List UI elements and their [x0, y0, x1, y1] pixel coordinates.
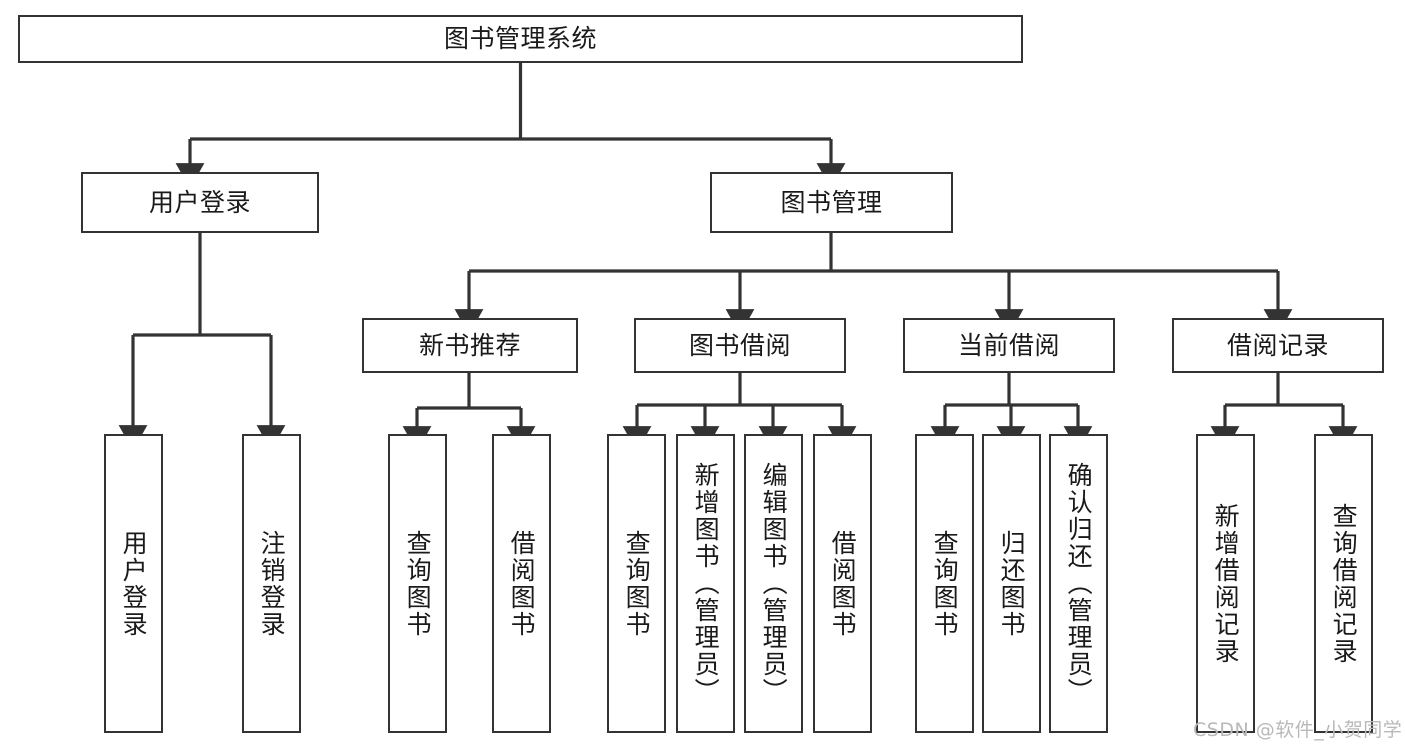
node-leaf-add-book[interactable]: 新增图书（管理员）	[676, 434, 735, 733]
node-borrow-record[interactable]: 借阅记录	[1172, 318, 1384, 373]
node-leaf-edit-book-label: 编辑图书（管理员）	[759, 462, 789, 705]
node-current-borrow-label: 当前借阅	[957, 330, 1060, 360]
node-root-label: 图书管理系统	[443, 24, 597, 54]
node-leaf-return-book-label: 归还图书	[997, 529, 1027, 638]
node-leaf-add-borrow-record[interactable]: 新增借阅记录	[1196, 434, 1255, 733]
node-leaf-query-book-2[interactable]: 查询图书	[607, 434, 666, 733]
node-user-login-label: 用户登录	[148, 187, 251, 217]
node-leaf-edit-book[interactable]: 编辑图书（管理员）	[744, 434, 803, 733]
csdn-watermark: CSDN @软件_小贺同学	[1193, 719, 1403, 741]
node-leaf-query-book-1-label: 查询图书	[403, 529, 433, 638]
node-book-management-label: 图书管理	[780, 187, 883, 217]
node-leaf-user-login-label: 用户登录	[119, 529, 149, 638]
node-leaf-borrow-book-2[interactable]: 借阅图书	[813, 434, 872, 733]
node-leaf-query-book-3-label: 查询图书	[930, 529, 960, 638]
node-leaf-borrow-book-1[interactable]: 借阅图书	[492, 434, 551, 733]
node-leaf-query-borrow-record-label: 查询借阅记录	[1329, 502, 1359, 665]
node-leaf-query-book-3[interactable]: 查询图书	[915, 434, 974, 733]
node-new-book-recommend-label: 新书推荐	[418, 330, 521, 360]
node-leaf-query-borrow-record[interactable]: 查询借阅记录	[1314, 434, 1373, 733]
node-leaf-borrow-book-2-label: 借阅图书	[828, 529, 858, 638]
node-leaf-query-book-2-label: 查询图书	[622, 529, 652, 638]
node-root[interactable]: 图书管理系统	[18, 15, 1023, 63]
node-new-book-recommend[interactable]: 新书推荐	[362, 318, 578, 373]
node-leaf-query-book-1[interactable]: 查询图书	[388, 434, 447, 733]
node-book-borrow[interactable]: 图书借阅	[634, 318, 846, 373]
node-book-management[interactable]: 图书管理	[710, 172, 953, 233]
node-user-login[interactable]: 用户登录	[81, 172, 319, 233]
node-leaf-logout-login[interactable]: 注销登录	[242, 434, 301, 733]
node-book-borrow-label: 图书借阅	[688, 330, 791, 360]
node-leaf-add-borrow-record-label: 新增借阅记录	[1211, 502, 1241, 665]
node-leaf-logout-login-label: 注销登录	[257, 529, 287, 638]
node-current-borrow[interactable]: 当前借阅	[903, 318, 1115, 373]
node-leaf-borrow-book-1-label: 借阅图书	[507, 529, 537, 638]
node-leaf-confirm-return[interactable]: 确认归还（管理员）	[1049, 434, 1108, 733]
node-leaf-add-book-label: 新增图书（管理员）	[691, 462, 721, 705]
node-borrow-record-label: 借阅记录	[1226, 330, 1329, 360]
node-leaf-user-login[interactable]: 用户登录	[104, 434, 163, 733]
node-leaf-return-book[interactable]: 归还图书	[982, 434, 1041, 733]
node-leaf-confirm-return-label: 确认归还（管理员）	[1064, 462, 1094, 705]
